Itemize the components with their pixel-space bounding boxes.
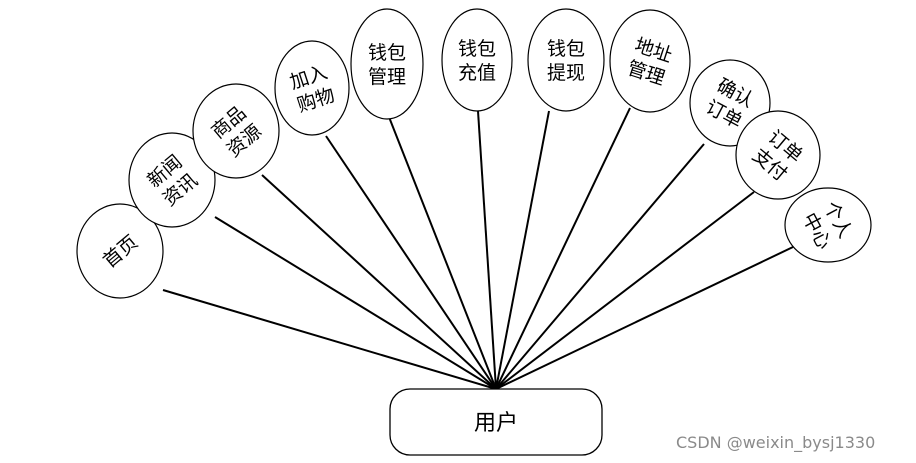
connectors	[162, 107, 794, 390]
connector-line	[495, 191, 755, 390]
connector-line	[495, 107, 631, 390]
feature-label: 钱包管理	[368, 42, 406, 88]
feature-bubbles: 首页新闻资讯商品资源加入购物钱包管理钱包充值钱包提现地址管理确认订单订单支付个人…	[76, 8, 872, 299]
feature-label-line: 充值	[458, 62, 496, 84]
feature-ellipse	[192, 83, 280, 179]
connector-line	[261, 174, 497, 390]
feature-ellipse	[76, 203, 164, 299]
feature-node: 钱包提现	[527, 8, 605, 112]
feature-ellipse	[274, 40, 350, 136]
feature-label: 钱包充值	[458, 38, 496, 84]
user-box	[389, 388, 603, 456]
connector-line	[162, 289, 497, 390]
user-label: 用户	[474, 411, 518, 436]
feature-node: 加入购物	[274, 40, 350, 136]
feature-ellipse	[735, 110, 821, 200]
connector-line	[495, 110, 550, 390]
feature-label-line: 钱包	[368, 42, 406, 64]
connector-line	[214, 216, 497, 390]
connector-line	[495, 246, 794, 390]
feature-node: 订单支付	[735, 110, 821, 200]
watermark: CSDN @weixin_bysj1330	[676, 433, 876, 452]
connector-line	[325, 135, 497, 390]
feature-ellipse	[350, 8, 424, 120]
feature-ellipse	[441, 8, 513, 112]
feature-ellipse	[128, 132, 216, 228]
feature-label-line: 钱包	[458, 38, 496, 60]
feature-label: 钱包提现	[547, 38, 585, 84]
feature-node: 商品资源	[192, 83, 280, 179]
feature-node: 新闻资讯	[128, 132, 216, 228]
feature-label-line: 提现	[547, 62, 585, 84]
connector-line	[477, 110, 497, 390]
feature-label-line: 钱包	[547, 38, 585, 60]
feature-node: 地址管理	[609, 9, 691, 113]
feature-ellipse	[527, 8, 605, 112]
connector-line	[495, 143, 705, 390]
root-node: 用户	[389, 388, 603, 456]
connector-line	[388, 116, 497, 390]
feature-node: 个人中心	[784, 187, 872, 263]
feature-node: 钱包充值	[441, 8, 513, 112]
feature-ellipse	[609, 9, 691, 113]
feature-node: 钱包管理	[350, 8, 424, 120]
feature-node: 首页	[76, 203, 164, 299]
feature-label-line: 管理	[368, 66, 406, 88]
feature-ellipse	[784, 187, 872, 263]
